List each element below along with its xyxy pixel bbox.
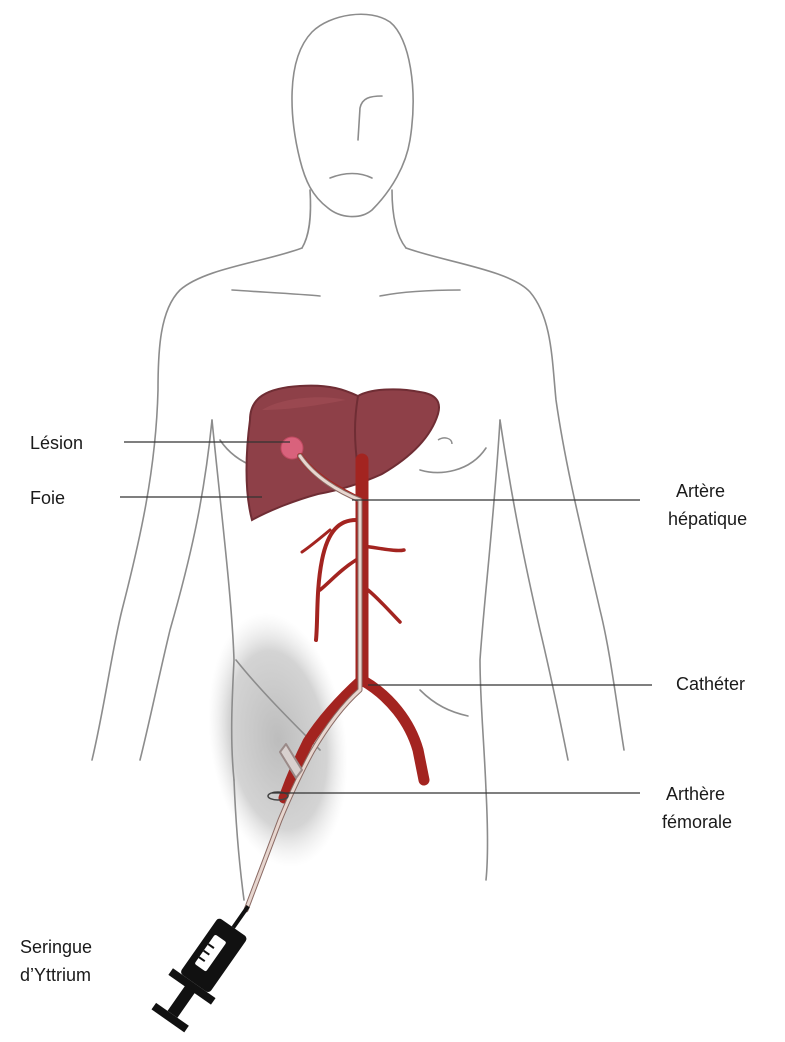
syringe-needle bbox=[232, 905, 250, 929]
groin-shadow bbox=[193, 604, 363, 876]
head-outline bbox=[292, 14, 413, 216]
label-artere-hepatique-line1: Artère bbox=[676, 478, 725, 504]
nose bbox=[358, 96, 382, 140]
label-arthere-femorale-line2: fémorale bbox=[662, 809, 732, 835]
right-iliac bbox=[362, 680, 424, 780]
mouth bbox=[330, 174, 372, 179]
neck-outline bbox=[302, 190, 311, 248]
label-seringue-line2: d’Yttrium bbox=[20, 962, 91, 988]
arteries bbox=[284, 456, 424, 798]
syringe-plunger-rod bbox=[168, 985, 196, 1018]
label-lesion: Lésion bbox=[30, 430, 83, 456]
syringe bbox=[147, 891, 270, 1036]
leader-lines bbox=[120, 442, 652, 793]
label-foie: Foie bbox=[30, 485, 65, 511]
label-catheter: Cathéter bbox=[676, 671, 745, 697]
label-arthere-femorale-line1: Arthère bbox=[666, 781, 725, 807]
label-seringue-line1: Seringue bbox=[20, 934, 92, 960]
face-features bbox=[330, 96, 382, 178]
label-artere-hepatique-line2: hépatique bbox=[668, 506, 747, 532]
